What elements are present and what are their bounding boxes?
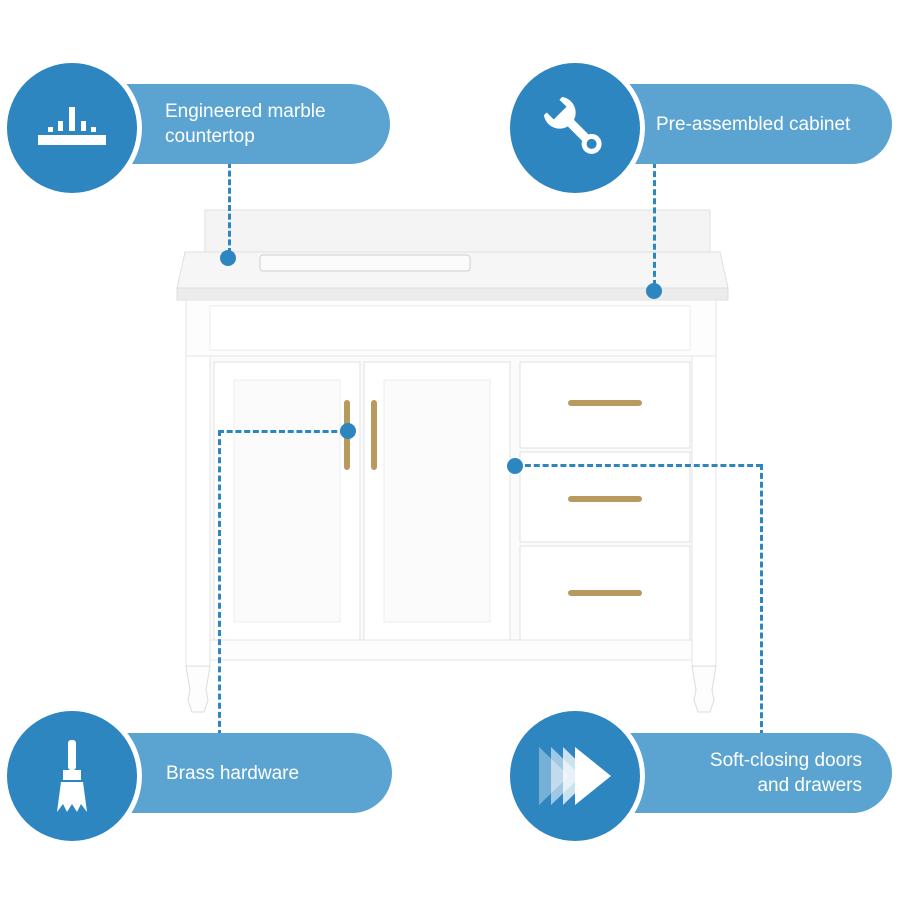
paintbrush-icon xyxy=(57,740,87,812)
feature-label-countertop: Engineered marble countertop xyxy=(165,101,326,147)
left-foot xyxy=(185,665,211,713)
backsplash xyxy=(204,209,711,253)
feature-pill-soft-close: Soft-closing doors and drawers xyxy=(620,733,892,813)
drawer-top-handle xyxy=(568,400,642,406)
feature-pill-cabinet: Pre-assembled cabinet xyxy=(620,84,892,164)
feature-label-soft-close: Soft-closing doors and drawers xyxy=(709,750,862,796)
feature-label-cabinet: Pre-assembled cabinet xyxy=(656,113,851,135)
feature-circle-cabinet xyxy=(505,58,645,198)
connector-top-right xyxy=(653,162,656,286)
right-door-handle xyxy=(371,400,377,470)
drawer-bottom-handle xyxy=(568,590,642,596)
feature-circle-hardware xyxy=(2,706,142,846)
feature-circle-soft-close xyxy=(505,706,645,846)
connector-bottom-right-h xyxy=(516,464,762,467)
connector-top-left xyxy=(228,162,231,254)
marker-cabinet xyxy=(646,283,662,299)
marker-soft-close xyxy=(507,458,523,474)
marker-countertop xyxy=(220,250,236,266)
right-foot xyxy=(691,665,717,713)
feature-pill-countertop: Engineered marble countertop xyxy=(110,84,390,164)
feature-pill-hardware: Brass hardware xyxy=(110,733,392,813)
drawer-middle-handle xyxy=(568,496,642,502)
feature-label-hardware: Brass hardware xyxy=(166,762,300,784)
sink-cutout xyxy=(259,254,471,272)
connector-bottom-right-v xyxy=(760,464,763,736)
connector-bottom-left-v xyxy=(218,430,221,736)
marker-hardware xyxy=(340,423,356,439)
connector-bottom-left-h xyxy=(218,430,346,433)
countertop-icon xyxy=(38,107,106,145)
wrench-icon xyxy=(543,96,602,154)
fast-forward-icon xyxy=(539,747,611,805)
feature-circle-countertop xyxy=(2,58,142,198)
